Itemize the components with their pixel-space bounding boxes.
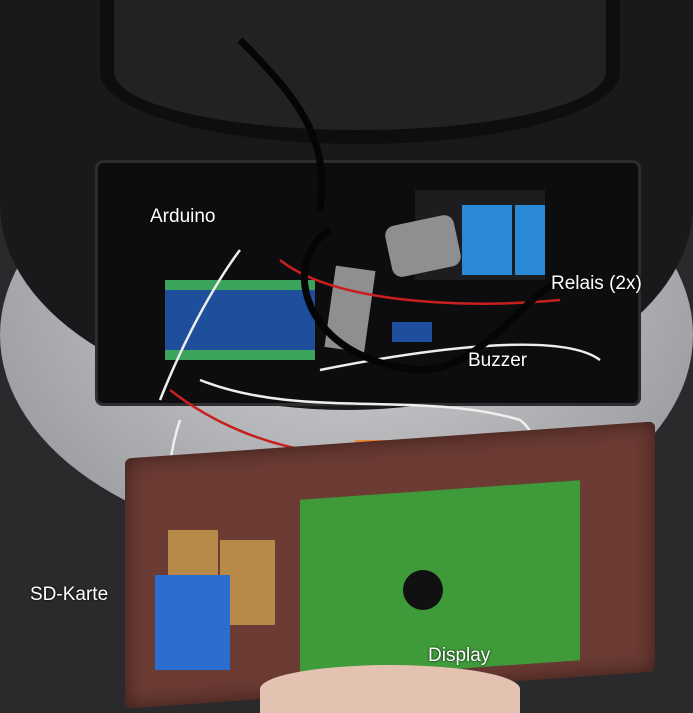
sd-module <box>155 575 230 670</box>
relay-1 <box>462 205 512 275</box>
lcd-chip <box>403 570 443 610</box>
label-sd-karte: SD-Karte <box>30 584 109 605</box>
buzzer-board <box>392 322 432 342</box>
hand <box>260 665 520 713</box>
arduino-board <box>165 280 315 360</box>
label-buzzer: Buzzer <box>468 350 528 371</box>
relay-2 <box>515 205 545 275</box>
label-arduino: Arduino <box>150 206 216 227</box>
label-display: Display <box>428 645 491 666</box>
proto-board-small <box>168 530 218 580</box>
label-relais: Relais (2x) <box>551 273 642 294</box>
